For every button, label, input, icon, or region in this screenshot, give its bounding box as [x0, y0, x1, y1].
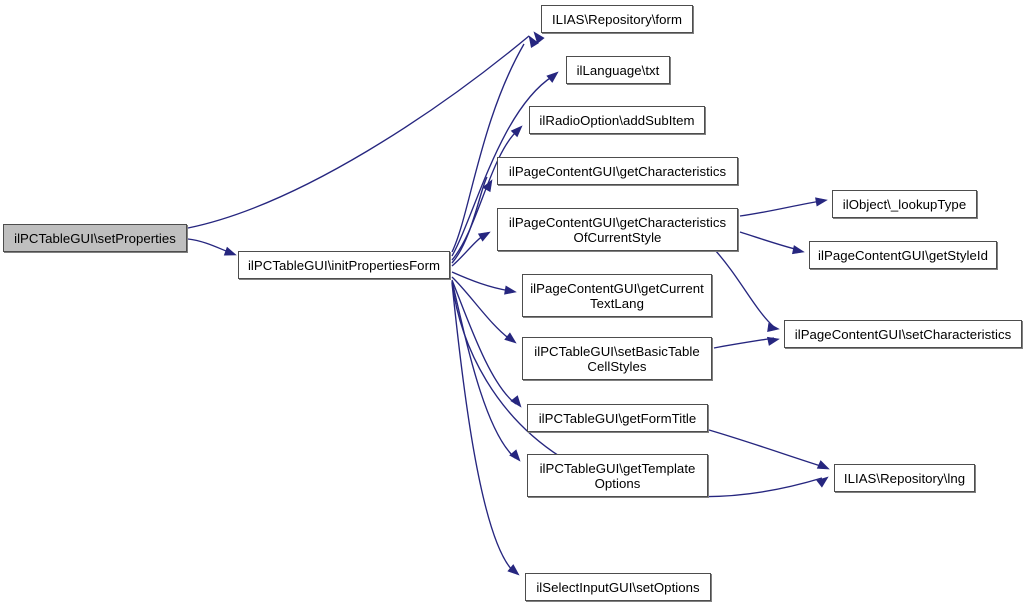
node-repoForm[interactable]: ILIAS\Repository\form [541, 5, 693, 33]
node-label: ilPageContentGUI\getCharacteristics OfCu… [508, 214, 727, 245]
node-repoLng[interactable]: ILIAS\Repository\lng [834, 464, 975, 492]
arrowhead-setCharacteristics [767, 322, 780, 333]
arrowhead-getFormTitle [510, 395, 522, 408]
edge-getCharacteristicsOfCurrentStyle-to-lookupType [739, 200, 823, 217]
node-setCharacteristics[interactable]: ilPageContentGUI\setCharacteristics [784, 320, 1022, 348]
arrowhead-lngTxt [546, 71, 559, 83]
edges-group [187, 31, 830, 576]
edge-getCharacteristicsOfCurrentStyle-to-getStyleId [739, 231, 800, 251]
arrowhead-setBasicTableCellStyles [504, 332, 517, 344]
arrowhead-getStyleId [791, 245, 805, 255]
edge-setProperties-to-initPropertiesForm [187, 238, 232, 254]
node-label: ilPCTableGUI\getFormTitle [538, 410, 697, 426]
edge-initPropertiesForm-to-getCurrentTextLang [451, 271, 512, 292]
arrowhead-getTemplateOptions [509, 449, 521, 462]
node-addSubItem[interactable]: ilRadioOption\addSubItem [529, 106, 705, 134]
edge-initPropertiesForm-to-getTemplateOptions [451, 280, 516, 459]
arrowhead-repoForm [528, 35, 539, 49]
edge-initPropertiesForm-to-setOptions [451, 282, 515, 573]
arrowhead-getCharacteristics [482, 179, 493, 193]
node-getCurrentTextLang[interactable]: ilPageContentGUI\getCurrent TextLang [522, 274, 712, 317]
node-label: ilPCTableGUI\setBasicTable CellStyles [534, 343, 700, 374]
node-label: ILIAS\Repository\lng [843, 470, 966, 486]
node-label: ilPCTableGUI\initPropertiesForm [247, 257, 441, 273]
arrowhead-setOptions [507, 564, 520, 576]
arrowhead-repoLng [816, 476, 829, 488]
arrowhead-addSubItem [510, 125, 523, 138]
node-getTemplateOptions[interactable]: ilPCTableGUI\getTemplate Options [527, 454, 708, 497]
arrowhead-repoLng [816, 460, 830, 470]
node-getFormTitle[interactable]: ilPCTableGUI\getFormTitle [527, 404, 708, 432]
edge-initPropertiesForm-to-addSubItem [451, 129, 519, 261]
node-initPropertiesForm[interactable]: ilPCTableGUI\initPropertiesForm [238, 251, 450, 279]
node-label: ilObject\_lookupType [842, 196, 967, 212]
node-lngTxt[interactable]: ilLanguage\txt [566, 56, 670, 84]
node-label: ilSelectInputGUI\setOptions [536, 579, 700, 595]
node-label: ilPageContentGUI\getCurrent TextLang [530, 280, 704, 311]
node-setProperties[interactable]: ilPCTableGUI\setProperties [3, 224, 187, 252]
node-setOptions[interactable]: ilSelectInputGUI\setOptions [525, 573, 711, 601]
node-getCharacteristicsOfCurrentStyle[interactable]: ilPageContentGUI\getCharacteristics OfCu… [497, 208, 738, 251]
node-getCharacteristics[interactable]: ilPageContentGUI\getCharacteristics [497, 157, 738, 185]
node-label: ilRadioOption\addSubItem [539, 112, 695, 128]
edge-getFormTitle-to-repoLng [708, 429, 825, 468]
node-setBasicTableCellStyles[interactable]: ilPCTableGUI\setBasicTable CellStyles [522, 337, 712, 380]
node-lookupType[interactable]: ilObject\_lookupType [832, 190, 977, 218]
node-label: ilLanguage\txt [576, 62, 660, 78]
edge-initPropertiesForm-to-setBasicTableCellStyles [451, 276, 512, 341]
arrowhead-lookupType [815, 197, 828, 207]
arrowhead-getCurrentTextLang [504, 285, 517, 295]
arrowhead-repoForm [533, 31, 545, 44]
node-label: ilPageContentGUI\getCharacteristics [508, 163, 727, 179]
arrowhead-initPropertiesForm [223, 246, 237, 256]
edge-initPropertiesForm-to-repoForm [451, 43, 525, 253]
node-label: ilPCTableGUI\setProperties [14, 230, 176, 246]
edge-initPropertiesForm-to-getFormTitle [451, 279, 517, 405]
edge-getCharacteristicsOfCurrentStyle-to-setCharacteristics [714, 249, 775, 328]
node-label: ilPCTableGUI\getTemplate Options [539, 460, 696, 491]
node-label: ilPageContentGUI\getStyleId [818, 247, 988, 263]
node-label: ilPageContentGUI\setCharacteristics [794, 326, 1012, 342]
edge-initPropertiesForm-to-getCharacteristics [451, 176, 488, 264]
node-getStyleId[interactable]: ilPageContentGUI\getStyleId [809, 241, 997, 269]
edge-setProperties-to-repoForm [187, 35, 530, 229]
edge-setBasicTableCellStyles-to-setCharacteristics [713, 337, 775, 349]
arrowhead-setCharacteristics [766, 336, 780, 346]
edge-initPropertiesForm-to-lngTxt [451, 75, 554, 257]
arrowhead-getCharacteristicsOfCurrentStyle [477, 231, 491, 242]
node-label: ILIAS\Repository\form [551, 11, 683, 27]
